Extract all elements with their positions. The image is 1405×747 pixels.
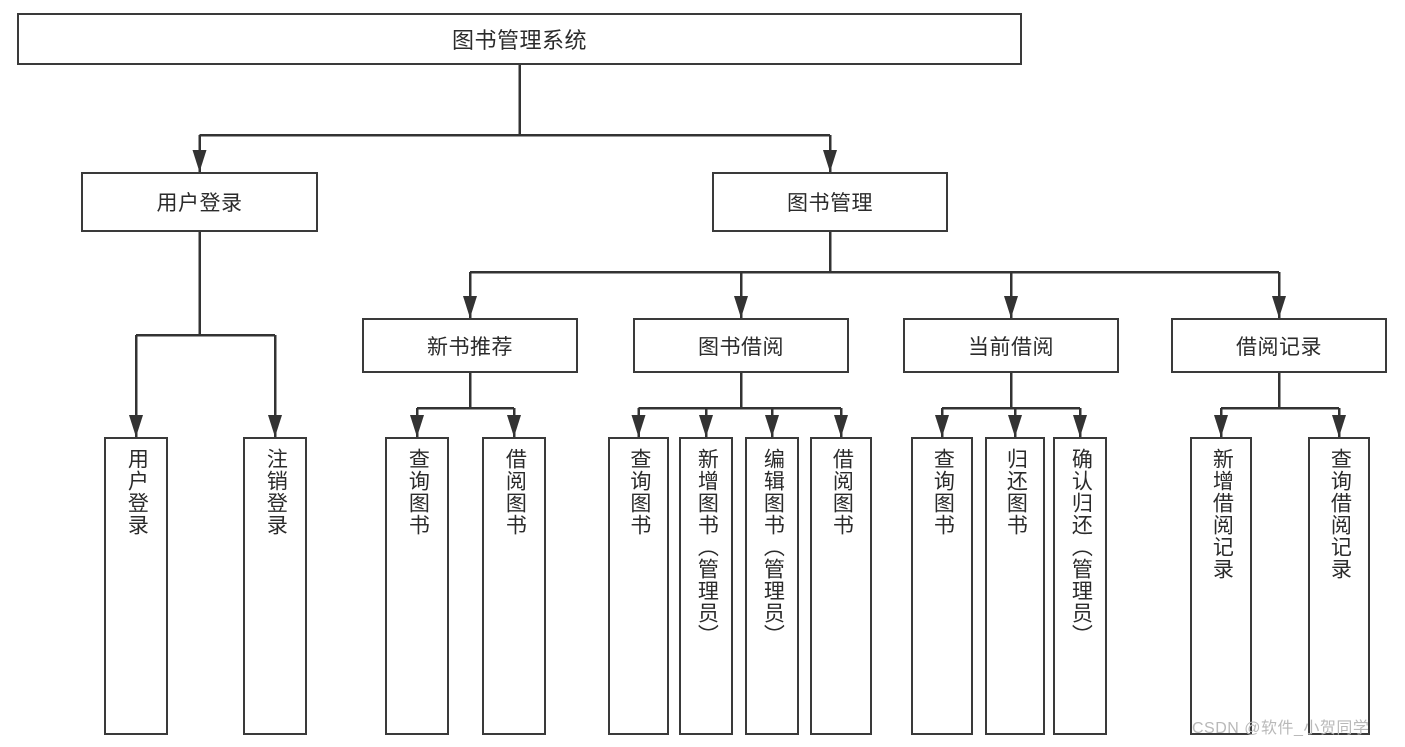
node-current-borrow[interactable]: 当前借阅: [903, 318, 1119, 373]
node-label: 用户登录: [156, 192, 243, 215]
node-leaf-query-book-1[interactable]: 查询图书: [385, 437, 449, 735]
node-label: 查询图书: [406, 448, 430, 536]
node-leaf-query-book-2[interactable]: 查询图书: [608, 437, 669, 735]
node-label: 查询借阅记录: [1328, 448, 1352, 580]
node-user-login[interactable]: 用户登录: [81, 172, 318, 232]
node-book-borrow[interactable]: 图书借阅: [633, 318, 849, 373]
node-label: 注销登录: [264, 448, 288, 536]
node-label: 新书推荐: [427, 335, 513, 359]
node-label: 借阅图书: [503, 448, 527, 536]
node-leaf-logout[interactable]: 注销登录: [243, 437, 307, 735]
node-leaf-add-book[interactable]: 新增图书（管理员）: [679, 437, 733, 735]
node-label: 查询图书: [931, 448, 955, 536]
node-leaf-add-record[interactable]: 新增借阅记录: [1190, 437, 1252, 735]
node-borrow-record[interactable]: 借阅记录: [1171, 318, 1387, 373]
node-new-book-rec[interactable]: 新书推荐: [362, 318, 578, 373]
node-leaf-return-book[interactable]: 归还图书: [985, 437, 1045, 735]
node-label: 图书管理: [787, 192, 873, 215]
node-label: 图书管理系统: [451, 28, 587, 53]
node-label: 借阅记录: [1236, 335, 1322, 359]
node-root[interactable]: 图书管理系统: [17, 13, 1022, 65]
node-label: 确认归还（管理员）: [1069, 448, 1093, 646]
node-leaf-query-record[interactable]: 查询借阅记录: [1308, 437, 1370, 735]
node-leaf-edit-book[interactable]: 编辑图书（管理员）: [745, 437, 799, 735]
node-label: 用户登录: [125, 448, 149, 536]
node-leaf-confirm-return[interactable]: 确认归还（管理员）: [1053, 437, 1107, 735]
node-book-manage[interactable]: 图书管理: [712, 172, 948, 232]
node-label: 借阅图书: [830, 448, 854, 536]
node-label: 图书借阅: [698, 335, 784, 359]
csdn-watermark: CSDN @软件_小贺同学: [1192, 720, 1370, 737]
node-leaf-user-login[interactable]: 用户登录: [104, 437, 168, 735]
node-label: 查询图书: [627, 448, 651, 536]
node-leaf-borrow-book-1[interactable]: 借阅图书: [482, 437, 546, 735]
node-label: 编辑图书（管理员）: [761, 448, 785, 646]
node-label: 当前借阅: [968, 335, 1054, 359]
node-leaf-query-book-3[interactable]: 查询图书: [911, 437, 973, 735]
node-label: 归还图书: [1004, 448, 1028, 536]
node-label: 新增借阅记录: [1210, 448, 1234, 580]
node-leaf-borrow-book-2[interactable]: 借阅图书: [810, 437, 872, 735]
node-label: 新增图书（管理员）: [695, 448, 719, 646]
